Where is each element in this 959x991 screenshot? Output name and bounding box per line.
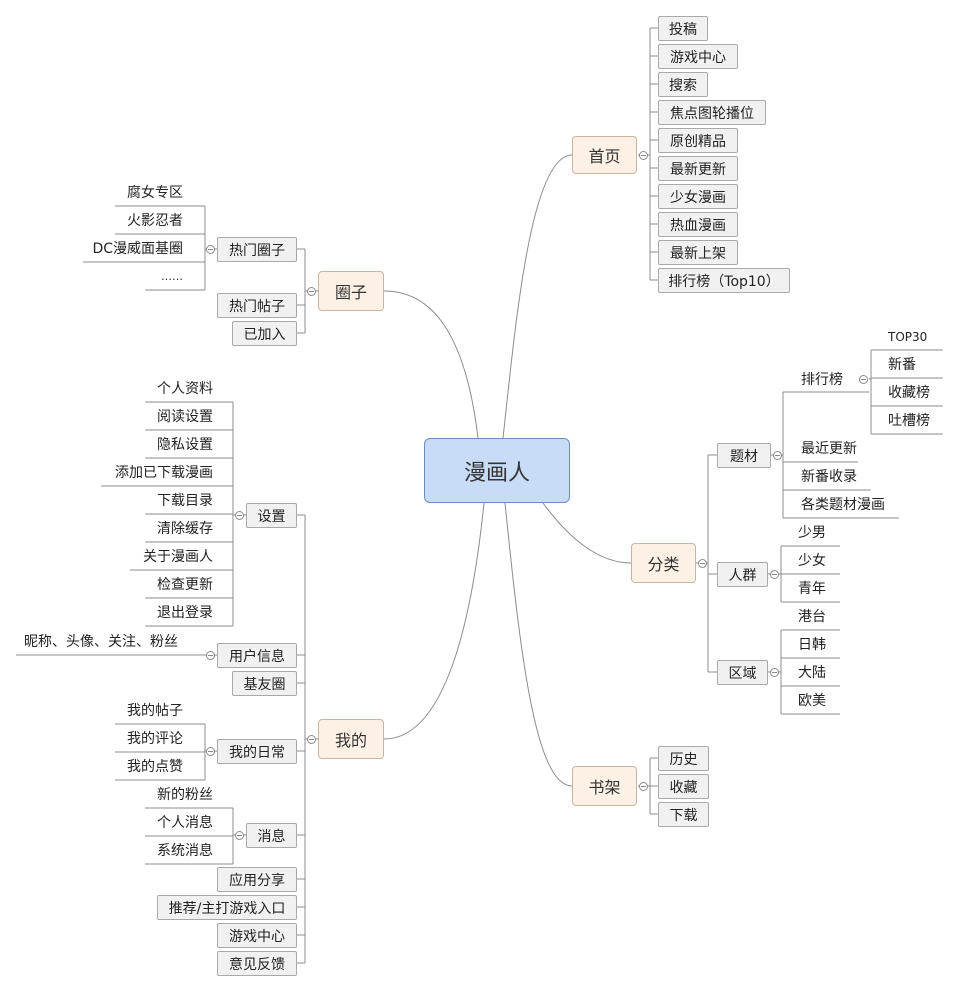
topic-home[interactable]: 首页 — [572, 136, 637, 174]
ranking-leaf[interactable]: 收藏榜 — [888, 385, 930, 401]
audience-leaf[interactable]: 少男 — [798, 525, 826, 541]
region-leaf[interactable]: 欧美 — [798, 693, 826, 709]
audience-leaf[interactable]: 青年 — [798, 581, 826, 597]
messages-leaf[interactable]: 个人消息 — [157, 815, 213, 831]
circle-hot-post[interactable]: 热门帖子 — [217, 293, 297, 318]
bookshelf-item[interactable]: 下载 — [658, 802, 709, 827]
ranking-leaf[interactable]: 吐槽榜 — [888, 413, 930, 429]
settings-leaf[interactable]: 个人资料 — [157, 381, 213, 397]
collapse-toggle-category[interactable] — [698, 559, 707, 568]
theme-leaf[interactable]: 各类题材漫画 — [801, 497, 885, 513]
category-audience[interactable]: 人群 — [717, 562, 768, 587]
hot-circle-leaf[interactable]: 火影忍者 — [127, 213, 183, 229]
settings-leaf[interactable]: 下载目录 — [157, 493, 213, 509]
theme-leaf[interactable]: 新番收录 — [801, 469, 857, 485]
home-item[interactable]: 热血漫画 — [658, 212, 738, 237]
daily-leaf[interactable]: 我的评论 — [127, 731, 183, 747]
messages-leaf[interactable]: 系统消息 — [157, 843, 213, 859]
mine-feedback[interactable]: 意见反馈 — [217, 951, 297, 976]
bookshelf-item[interactable]: 历史 — [658, 746, 709, 771]
region-leaf[interactable]: 大陆 — [798, 665, 826, 681]
theme-leaf[interactable]: 最近更新 — [801, 441, 857, 457]
home-item[interactable]: 排行榜（Top10） — [658, 268, 790, 293]
topic-category[interactable]: 分类 — [631, 543, 696, 583]
messages-leaf[interactable]: 新的粉丝 — [157, 787, 213, 803]
circle-hot-circle[interactable]: 热门圈子 — [217, 237, 297, 262]
bookshelf-item[interactable]: 收藏 — [658, 774, 709, 799]
category-theme[interactable]: 题材 — [717, 443, 771, 468]
mine-recommend[interactable]: 推荐/主打游戏入口 — [157, 895, 297, 920]
settings-leaf[interactable]: 隐私设置 — [157, 437, 213, 453]
hot-circle-leaf[interactable]: DC漫威面基圈 — [92, 241, 183, 257]
ranking-topic[interactable]: 排行榜 — [801, 372, 843, 388]
collapse-toggle-ranking[interactable] — [859, 375, 868, 384]
collapse-toggle-audience[interactable] — [770, 570, 779, 579]
mine-game-center[interactable]: 游戏中心 — [217, 923, 297, 948]
collapse-toggle-messages[interactable] — [235, 831, 244, 840]
settings-leaf[interactable]: 阅读设置 — [157, 409, 213, 425]
settings-leaf[interactable]: 关于漫画人 — [143, 549, 213, 565]
settings-leaf[interactable]: 退出登录 — [157, 605, 213, 621]
collapse-toggle-home[interactable] — [639, 151, 648, 160]
home-item[interactable]: 投稿 — [658, 16, 708, 41]
circle-joined[interactable]: 已加入 — [232, 321, 297, 346]
settings-leaf[interactable]: 清除缓存 — [157, 521, 213, 537]
region-leaf[interactable]: 日韩 — [798, 637, 826, 653]
collapse-toggle-daily[interactable] — [206, 747, 215, 756]
hot-circle-leaf[interactable]: 腐女专区 — [127, 185, 183, 201]
collapse-toggle-theme[interactable] — [773, 451, 782, 460]
mine-share[interactable]: 应用分享 — [217, 867, 297, 892]
ranking-leaf[interactable]: 新番 — [888, 357, 916, 373]
category-region[interactable]: 区域 — [717, 660, 768, 685]
mine-daily[interactable]: 我的日常 — [217, 739, 297, 764]
collapse-toggle-hot-circle[interactable] — [206, 245, 215, 254]
collapse-toggle-user-info[interactable] — [206, 651, 215, 660]
home-item[interactable]: 最新上架 — [658, 240, 738, 265]
home-item[interactable]: 游戏中心 — [658, 44, 738, 69]
mine-settings[interactable]: 设置 — [246, 503, 297, 528]
topic-circle[interactable]: 圈子 — [318, 271, 384, 311]
mine-friends[interactable]: 基友圈 — [232, 671, 297, 696]
region-leaf[interactable]: 港台 — [798, 609, 826, 625]
daily-leaf[interactable]: 我的帖子 — [127, 703, 183, 719]
collapse-toggle-region[interactable] — [770, 668, 779, 677]
user-info-leaf[interactable]: 昵称、头像、关注、粉丝 — [24, 634, 178, 650]
home-item[interactable]: 少女漫画 — [658, 184, 738, 209]
collapse-toggle-circle[interactable] — [307, 287, 316, 296]
settings-leaf[interactable]: 检查更新 — [157, 577, 213, 593]
mine-user-info[interactable]: 用户信息 — [217, 643, 297, 668]
collapse-toggle-bookshelf[interactable] — [639, 782, 648, 791]
hot-circle-leaf[interactable]: …… — [161, 269, 183, 283]
home-item[interactable]: 搜索 — [658, 72, 708, 97]
home-item[interactable]: 原创精品 — [658, 128, 738, 153]
collapse-toggle-mine[interactable] — [307, 735, 316, 744]
daily-leaf[interactable]: 我的点赞 — [127, 759, 183, 775]
topic-mine[interactable]: 我的 — [318, 719, 384, 759]
mine-messages[interactable]: 消息 — [246, 823, 297, 848]
collapse-toggle-settings[interactable] — [235, 511, 244, 520]
settings-leaf[interactable]: 添加已下载漫画 — [115, 465, 213, 481]
ranking-leaf[interactable]: TOP30 — [888, 330, 928, 344]
topic-bookshelf[interactable]: 书架 — [572, 766, 637, 806]
audience-leaf[interactable]: 少女 — [798, 553, 826, 569]
home-item[interactable]: 最新更新 — [658, 156, 738, 181]
root-topic[interactable]: 漫画人 — [424, 438, 570, 503]
home-item[interactable]: 焦点图轮播位 — [658, 100, 766, 125]
